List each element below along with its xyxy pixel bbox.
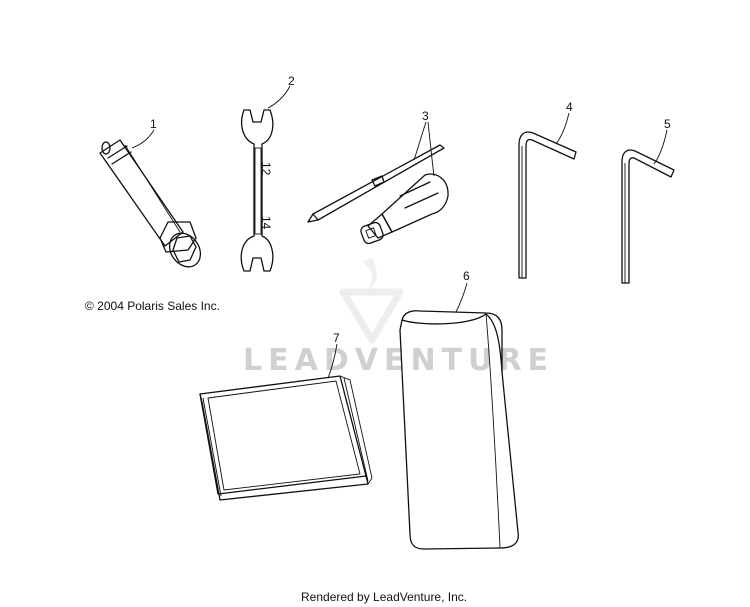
watermark-logo-icon (339, 258, 404, 344)
copyright-text: © 2004 Polaris Sales Inc. (85, 299, 220, 313)
part-1-spark-plug-socket (99, 139, 202, 268)
footer-text: Rendered by LeadVenture, Inc. (301, 590, 467, 604)
callout-2: 2 (267, 74, 295, 109)
callout-4: 4 (555, 100, 573, 145)
callout-4-label: 4 (566, 100, 573, 114)
part-7-manual (199, 375, 373, 501)
part-5-hex-key (621, 149, 675, 284)
callout-6-label: 6 (463, 269, 470, 283)
callout-3: 3 (413, 109, 435, 177)
callout-1: 1 (131, 117, 157, 149)
wrench-marking-12: 12 (259, 162, 273, 176)
callout-7-label: 7 (333, 331, 340, 345)
part-6-tool-pouch (399, 310, 519, 550)
wrench-marking-14: 14 (259, 216, 273, 230)
callout-3-label: 3 (422, 109, 429, 123)
part-2-combination-wrench: 12 14 (240, 109, 274, 272)
callout-5: 5 (653, 117, 671, 165)
part-3-screwdriver (307, 144, 449, 245)
watermark-text: LEADVENTURE (243, 343, 554, 378)
callout-2-label: 2 (288, 74, 295, 88)
callout-5-label: 5 (664, 117, 671, 131)
callout-6: 6 (455, 269, 470, 313)
watermark: LEADVENTURE (243, 258, 554, 378)
part-4-hex-key (518, 131, 577, 279)
callout-7: 7 (327, 331, 340, 379)
callout-1-label: 1 (150, 117, 157, 131)
